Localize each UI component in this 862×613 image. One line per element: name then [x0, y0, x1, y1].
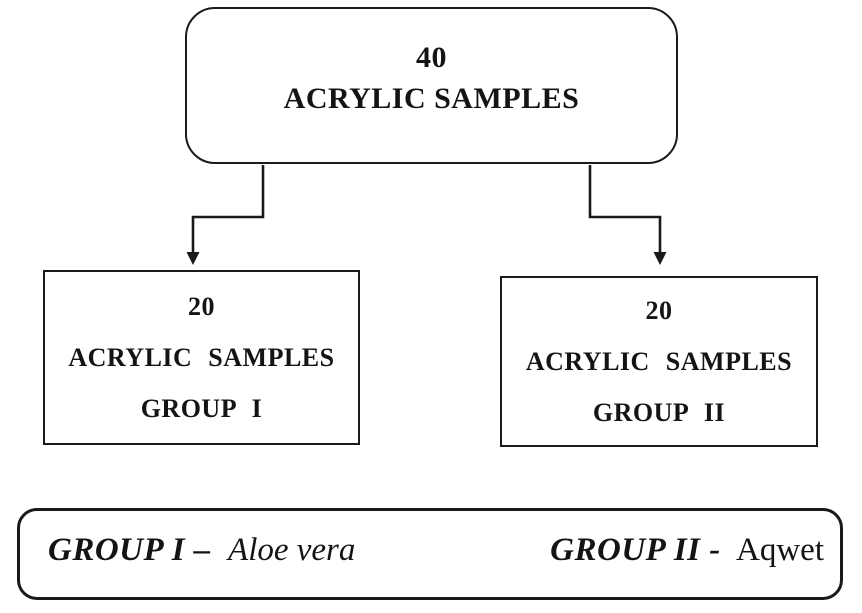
legend-group1-value: Aloe vera — [228, 531, 356, 568]
legend-group1-label: GROUP I – — [48, 531, 211, 568]
root-box-count: 40 — [416, 40, 447, 74]
legend-box: GROUP I – Aloe vera GROUP II - Aqwet — [17, 508, 843, 600]
group2-name: GROUP II — [592, 398, 726, 427]
root-box-total-samples: 40 ACRYLIC SAMPLES — [185, 7, 678, 164]
legend-entry-group1: GROUP I – Aloe vera — [48, 532, 355, 569]
group1-name: GROUP I — [140, 394, 263, 423]
group1-label: ACRYLIC SAMPLES — [68, 343, 335, 372]
group2-box: 20 ACRYLIC SAMPLES GROUP II — [500, 276, 818, 447]
arrow-to-group1 — [186, 165, 265, 265]
root-box-label: ACRYLIC SAMPLES — [283, 81, 580, 115]
arrow-to-group2 — [588, 165, 667, 265]
group2-count: 20 — [645, 296, 673, 325]
legend-group2-label: GROUP II - — [550, 531, 721, 568]
group1-box: 20 ACRYLIC SAMPLES GROUP I — [43, 270, 360, 445]
group2-label: ACRYLIC SAMPLES — [525, 347, 793, 376]
legend-group2-value: Aqwet — [736, 531, 824, 568]
group1-count: 20 — [188, 292, 215, 321]
legend-entry-group2: GROUP II - Aqwet — [550, 532, 824, 569]
